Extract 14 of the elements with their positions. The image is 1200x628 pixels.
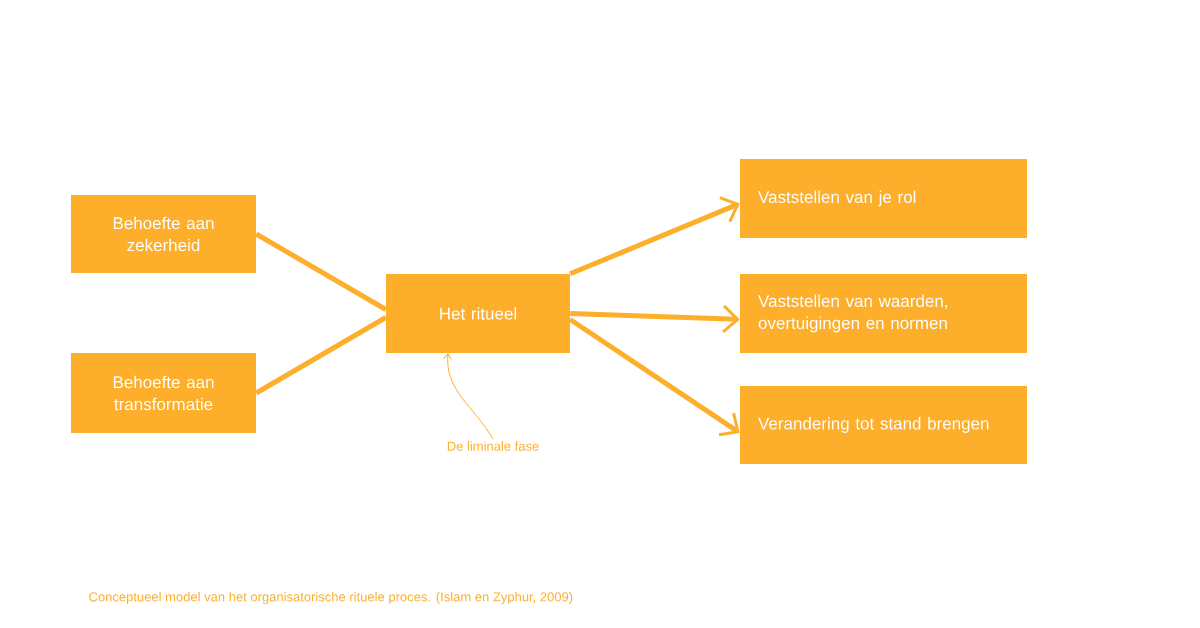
arrow [569, 196, 740, 277]
text-label: De liminale fase [447, 441, 539, 451]
process-box: Behoefte aan transformatie [71, 353, 256, 433]
process-box: Behoefte aan zekerheid [71, 195, 256, 273]
connector-line [254, 315, 388, 396]
process-box: Het ritueel [386, 274, 570, 353]
arrow [570, 304, 740, 334]
leader-arrow [443, 353, 494, 440]
caption: Conceptueel model van het organisatorische rituele proces. (Islam en Zyphur, 2009) [89, 591, 573, 605]
arrow [568, 317, 740, 437]
process-box: Verandering tot stand brengen [740, 386, 1027, 464]
connector-line [254, 231, 388, 312]
process-box: Vaststellen van je rol [740, 159, 1027, 238]
process-box: Vaststellen van waarden, overtuigingen en normen [740, 274, 1027, 353]
